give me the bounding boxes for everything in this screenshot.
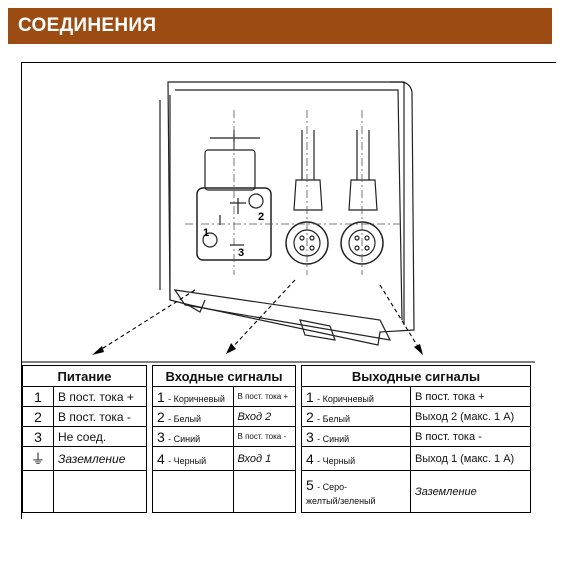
pin-label-1: 1 xyxy=(203,227,209,239)
signal-name: Выход 1 (макс. 1 А) xyxy=(410,446,531,471)
pin-function: Не соед. xyxy=(53,426,147,447)
wire-color: - Черный xyxy=(168,455,207,466)
wire-color: - Черный xyxy=(317,455,356,466)
signal-name: В пост. тока - xyxy=(232,426,297,447)
ground-icon: ⏚ xyxy=(22,446,54,471)
pin-number: 2 xyxy=(306,408,314,425)
pin-number: 5 xyxy=(306,476,314,493)
pin-label-2: 2 xyxy=(258,211,264,223)
figure-frame xyxy=(21,62,556,519)
pin-number: 4 xyxy=(306,450,314,467)
wire-color: - Синий xyxy=(317,433,350,444)
pin-number: 1 xyxy=(22,386,54,407)
signal-name: Заземление xyxy=(410,470,531,513)
inputs-table: Входные сигналы 1 - Коричневый В пост. т… xyxy=(152,365,297,513)
pin-number: 3 xyxy=(157,428,165,445)
table-row: 3 Не соед. xyxy=(22,426,147,447)
wire-color: - Серо- xyxy=(317,481,348,492)
wire-color: - Коричневый xyxy=(168,393,225,404)
wire-color: - Белый xyxy=(317,413,350,424)
table-row: 1 - Коричневый В пост. тока + xyxy=(301,386,531,407)
signal-name: В пост. тока - xyxy=(410,426,531,447)
pin-function: Заземление xyxy=(53,446,147,471)
outputs-table: Выходные сигналы 1 - Коричневый В пост. … xyxy=(301,365,531,513)
pin-number: 1 xyxy=(306,388,314,405)
wire-color: - Белый xyxy=(168,413,201,424)
power-table: Питание 1 В пост. тока + 2 В пост. тока … xyxy=(22,365,147,513)
signal-name: Вход 2 xyxy=(232,406,297,427)
pin-number: 4 xyxy=(157,450,165,467)
pin-number: 3 xyxy=(306,428,314,445)
signal-name: Вход 1 xyxy=(232,446,297,471)
power-title: Питание xyxy=(22,365,147,387)
table-row: 2 - Белый Вход 2 xyxy=(152,406,297,427)
table-row: 1 В пост. тока + xyxy=(22,386,147,407)
pin-number: 2 xyxy=(157,408,165,425)
section-header: СОЕДИНЕНИЯ xyxy=(8,8,552,44)
table-row: 1 - Коричневый В пост. тока + xyxy=(152,386,297,407)
pin-number: 3 xyxy=(22,426,54,447)
pin-number: 2 xyxy=(22,406,54,427)
pin-number: 1 xyxy=(157,388,165,405)
page-title: СОЕДИНЕНИЯ xyxy=(18,15,157,36)
pin-function: В пост. тока + xyxy=(53,386,147,407)
wire-color: - Коричневый xyxy=(317,393,374,404)
table-row: 3 - Синий В пост. тока - xyxy=(301,426,531,447)
table-row: 4 - Черный Вход 1 xyxy=(152,446,297,471)
wire-color: - Синий xyxy=(168,433,201,444)
table-row: 2 - Белый Выход 2 (макс. 1 А) xyxy=(301,406,531,427)
table-row: 5 - Серо-желтый/зеленый Заземление xyxy=(301,470,531,513)
table-row: 3 - Синий В пост. тока - xyxy=(152,426,297,447)
table-row: ⏚ Заземление xyxy=(22,446,147,471)
pin-function: В пост. тока - xyxy=(53,406,147,427)
signal-name: Выход 2 (макс. 1 А) xyxy=(410,406,531,427)
inputs-title: Входные сигналы xyxy=(152,365,296,387)
table-row: 4 - Черный Выход 1 (макс. 1 А) xyxy=(301,446,531,471)
outputs-title: Выходные сигналы xyxy=(301,365,531,387)
table-row: 2 В пост. тока - xyxy=(22,406,147,427)
signal-name: В пост. тока + xyxy=(410,386,531,407)
pin-label-3: 3 xyxy=(238,247,244,259)
signal-name: В пост. тока + xyxy=(232,386,297,407)
wire-color-continued: желтый/зеленый xyxy=(306,495,376,506)
